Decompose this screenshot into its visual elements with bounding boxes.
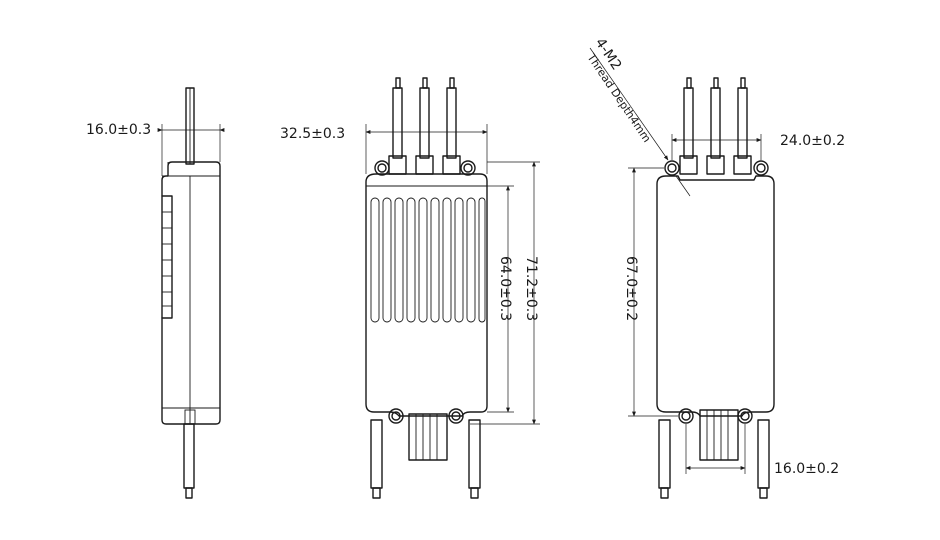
front-bottom-wires <box>370 419 481 499</box>
side-view: 16.0±0.3 <box>86 87 225 499</box>
back-view: 4-M2 Thread Depth4mm 24.0±0.2 67.0±0.2 1… <box>584 35 845 499</box>
back-height-dimension: 67.0±0.2 <box>623 167 678 417</box>
back-bottom-wires <box>658 419 770 499</box>
side-bottom-wire <box>183 423 195 499</box>
front-top-holes <box>374 160 476 176</box>
front-body-height-label: 64.0±0.3 <box>497 256 513 321</box>
front-total-height-dimension: 71.2±0.3 <box>470 161 540 425</box>
side-body <box>161 161 221 425</box>
side-top-wire <box>185 87 195 165</box>
front-view: 32.5±0.3 64.0±0.3 71.2±0.3 <box>280 77 540 499</box>
front-total-height-label: 71.2±0.3 <box>523 256 539 321</box>
front-fins <box>370 197 486 323</box>
back-width-label: 24.0±0.2 <box>780 133 845 149</box>
back-height-label: 67.0±0.2 <box>623 256 639 321</box>
front-width-dimension: 32.5±0.3 <box>280 124 488 174</box>
front-bottom-holes <box>388 408 464 424</box>
back-body <box>656 175 775 417</box>
back-width-dimension: 24.0±0.2 <box>671 133 845 160</box>
front-width-label: 32.5±0.3 <box>280 126 345 142</box>
front-body <box>365 173 488 417</box>
side-width-label: 16.0±0.3 <box>86 122 151 138</box>
side-fins <box>161 195 173 319</box>
back-top-holes <box>664 160 769 176</box>
front-connector <box>408 413 448 461</box>
back-connector <box>699 409 739 461</box>
back-hole-spacing-dimension: 16.0±0.2 <box>685 424 839 477</box>
back-hole-spacing-label: 16.0±0.2 <box>774 461 839 477</box>
front-body-height-dimension: 64.0±0.3 <box>487 185 514 413</box>
front-top-wires <box>388 77 461 175</box>
back-top-wires <box>679 77 752 175</box>
side-width-dimension: 16.0±0.3 <box>86 122 225 176</box>
